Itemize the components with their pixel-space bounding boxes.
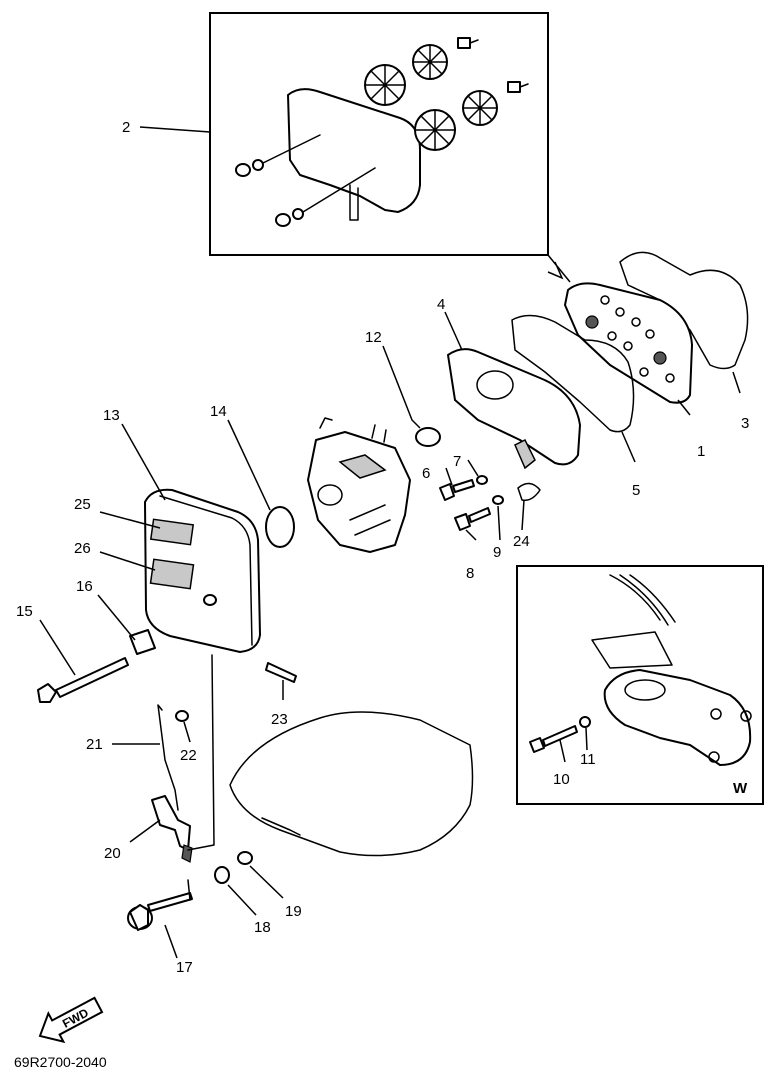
callout-17: 17: [176, 959, 193, 976]
o-ring-14: [265, 506, 295, 548]
callout-16: 16: [76, 578, 93, 595]
intake-silencer-13: [144, 488, 261, 653]
pin-23: [265, 662, 297, 683]
carburetor: [307, 417, 411, 553]
reed-valve-inset-frame: [209, 12, 549, 256]
callout-20: 20: [104, 845, 121, 862]
clip-22: [175, 710, 189, 722]
gasket-5: [511, 314, 635, 433]
intake-manifold-4: [447, 348, 581, 470]
callout-10: 10: [553, 771, 570, 788]
callout-15: 15: [16, 603, 33, 620]
callout-8: 8: [466, 565, 474, 582]
callout-26: 26: [74, 540, 91, 557]
callout-4: 4: [437, 296, 445, 313]
reed-nut-lower: [275, 167, 376, 227]
fwd-arrow-icon: [38, 996, 104, 1044]
callouts: 1 2 3 4 5 6 7 8 9 10 11 12 13 14 15 16 1…: [16, 119, 749, 976]
reed-stopper-upper: [412, 44, 448, 80]
bolt-15: [37, 657, 129, 703]
reed-petal-lower: [414, 109, 456, 151]
o-ring-12: [415, 427, 441, 447]
callout-18: 18: [254, 919, 271, 936]
washer-19: [237, 851, 253, 865]
collar-16: [129, 629, 156, 655]
reed-plate: [287, 88, 421, 213]
reed-petal-upper: [364, 64, 406, 106]
nut-18: [214, 866, 230, 884]
washer-7: [476, 475, 488, 485]
clip-24: [517, 482, 541, 502]
bolt-6: [439, 479, 475, 501]
callout-22: 22: [180, 747, 197, 764]
engine-top-cover: [229, 711, 474, 857]
callout-11: 11: [580, 751, 596, 768]
callout-3: 3: [741, 415, 749, 432]
callout-24: 24: [513, 533, 530, 550]
reed-screw-lower: [507, 81, 529, 93]
callout-12: 12: [365, 329, 382, 346]
bolt-10: [529, 725, 578, 753]
bolt-8: [454, 507, 491, 531]
callout-23: 23: [271, 711, 288, 728]
diagram-code: 69R2700-2040: [14, 1054, 107, 1070]
label-26: [149, 558, 195, 590]
callout-1: 1: [697, 443, 705, 460]
gasket-3: [619, 251, 749, 370]
fwd-arrow: FWD: [38, 996, 104, 1044]
choke-knob-17: [127, 892, 193, 931]
callout-21: 21: [86, 736, 103, 753]
callout-5: 5: [632, 482, 640, 499]
lever-20: [151, 795, 193, 863]
callout-9: 9: [493, 544, 501, 561]
callout-2: 2: [122, 119, 130, 136]
callout-7: 7: [453, 453, 461, 470]
reed-screw-upper: [457, 37, 479, 49]
callout-13: 13: [103, 407, 120, 424]
washer-11: [579, 716, 591, 728]
reed-valve-inset: [209, 12, 549, 256]
callout-6: 6: [422, 465, 430, 482]
detail-w-frame: [516, 565, 764, 805]
reed-valve-plate-1: [564, 282, 693, 404]
label-25: [149, 518, 195, 546]
detail-w-inset: [516, 565, 764, 805]
leader-lines: [39, 126, 741, 959]
link-rod-21: [157, 704, 179, 811]
reed-stopper-lower: [462, 90, 498, 126]
reed-nut-upper: [235, 134, 321, 177]
callout-14: 14: [210, 403, 227, 420]
callout-25: 25: [74, 496, 91, 513]
callout-19: 19: [285, 903, 302, 920]
washer-9: [492, 495, 504, 505]
detail-w-label: W: [733, 780, 748, 797]
